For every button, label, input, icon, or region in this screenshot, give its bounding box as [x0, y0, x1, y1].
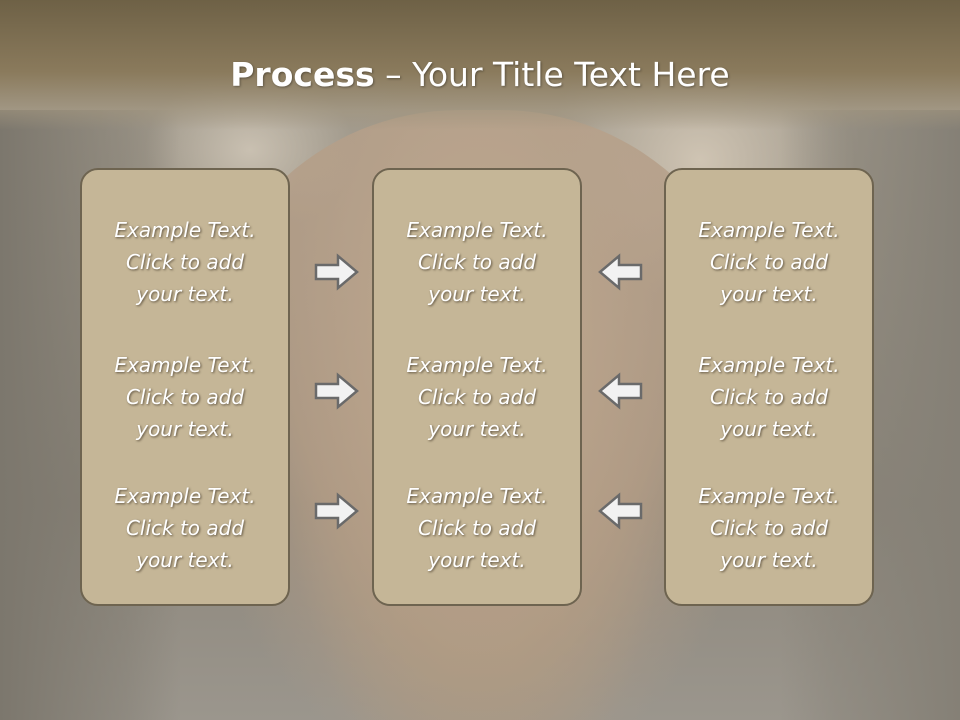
arrow-left-icon [596, 252, 644, 292]
text-line: Click to add [709, 250, 829, 274]
text-line: Example Text. [114, 353, 256, 377]
text-line: Click to add [417, 516, 537, 540]
title-band [0, 0, 960, 130]
text-block[interactable]: Example Text. Click to add your text. [374, 480, 580, 576]
text-line: your text. [136, 282, 234, 306]
text-line: your text. [428, 282, 526, 306]
title-dash: – [374, 55, 413, 94]
text-block[interactable]: Example Text. Click to add your text. [374, 349, 580, 445]
arrow-right-icon [313, 252, 361, 292]
text-line: Example Text. [698, 484, 840, 508]
text-line: Example Text. [406, 218, 548, 242]
text-line: your text. [720, 417, 818, 441]
text-line: Example Text. [406, 484, 548, 508]
arrow-left-icon [596, 371, 644, 411]
panel-right[interactable]: Example Text. Click to add your text. Ex… [664, 168, 874, 606]
title-bold: Process [230, 55, 375, 94]
text-line: Example Text. [698, 353, 840, 377]
text-block[interactable]: Example Text. Click to add your text. [666, 214, 872, 310]
slide-title[interactable]: Process – Your Title Text Here [0, 50, 960, 100]
text-block[interactable]: Example Text. Click to add your text. [374, 214, 580, 310]
text-line: Example Text. [114, 484, 256, 508]
text-block[interactable]: Example Text. Click to add your text. [666, 349, 872, 445]
text-line: your text. [428, 417, 526, 441]
text-line: Click to add [709, 516, 829, 540]
text-line: Click to add [125, 516, 245, 540]
text-line: your text. [428, 548, 526, 572]
text-line: Example Text. [698, 218, 840, 242]
text-block[interactable]: Example Text. Click to add your text. [82, 214, 288, 310]
text-block[interactable]: Example Text. Click to add your text. [666, 480, 872, 576]
text-line: Click to add [125, 385, 245, 409]
text-line: Click to add [417, 385, 537, 409]
text-block[interactable]: Example Text. Click to add your text. [82, 480, 288, 576]
text-line: Click to add [417, 250, 537, 274]
title-rest: Your Title Text Here [412, 55, 730, 94]
text-line: Click to add [125, 250, 245, 274]
arrow-right-icon [313, 371, 361, 411]
text-line: your text. [136, 548, 234, 572]
text-block[interactable]: Example Text. Click to add your text. [82, 349, 288, 445]
panel-center[interactable]: Example Text. Click to add your text. Ex… [372, 168, 582, 606]
text-line: your text. [136, 417, 234, 441]
text-line: your text. [720, 282, 818, 306]
text-line: Click to add [709, 385, 829, 409]
arrow-right-icon [313, 491, 361, 531]
panel-left[interactable]: Example Text. Click to add your text. Ex… [80, 168, 290, 606]
text-line: Example Text. [114, 218, 256, 242]
text-line: your text. [720, 548, 818, 572]
text-line: Example Text. [406, 353, 548, 377]
arrow-left-icon [596, 491, 644, 531]
